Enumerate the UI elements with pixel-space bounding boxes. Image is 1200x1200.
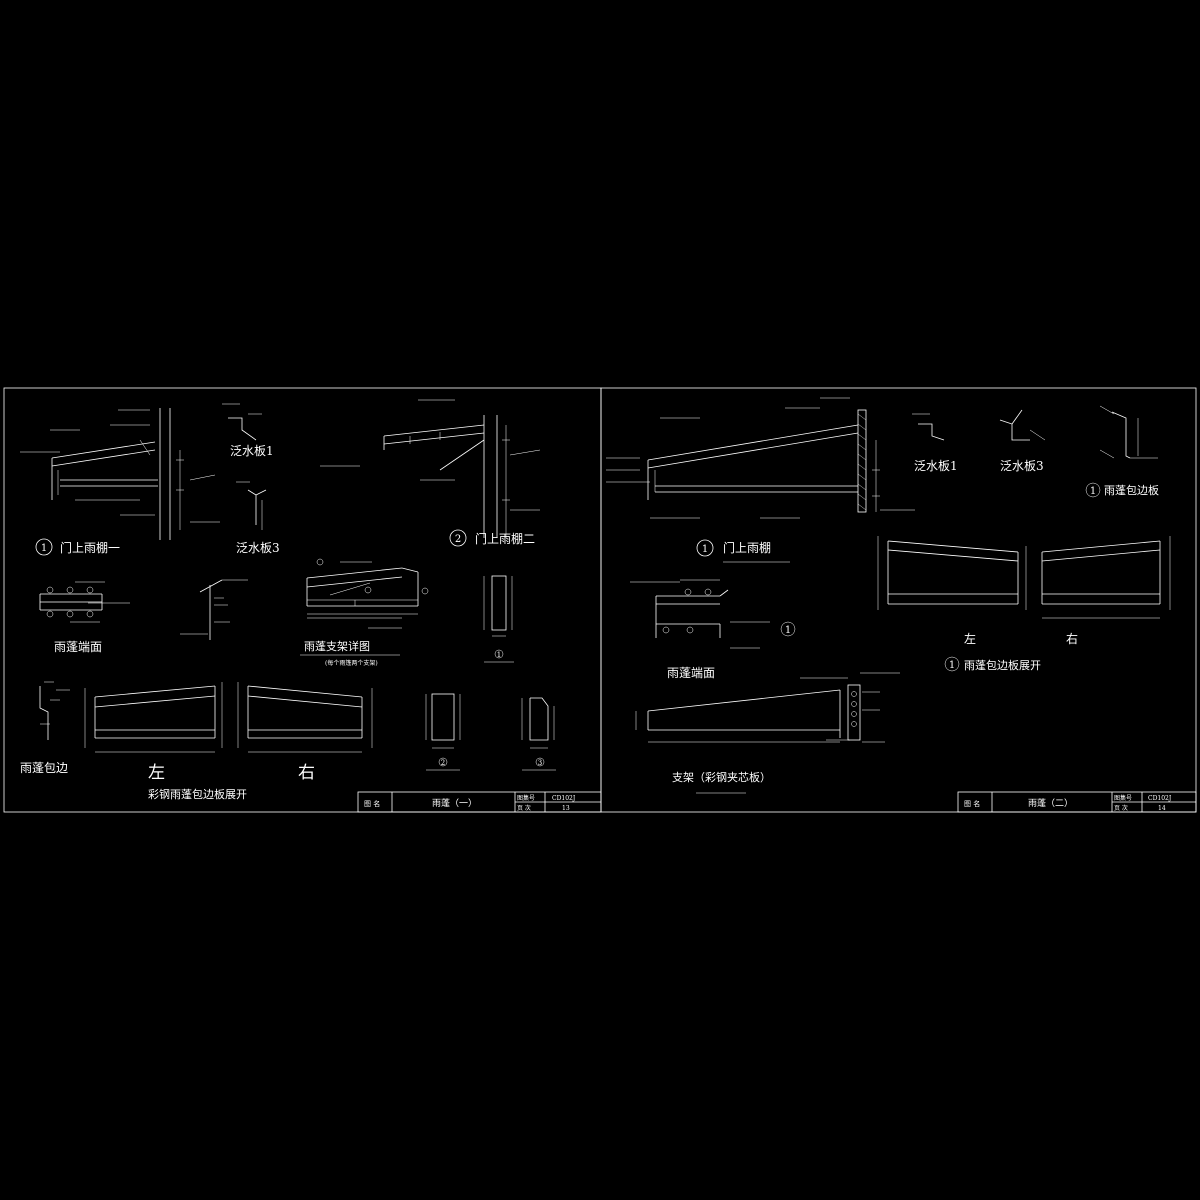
detail-canopy-1: 1 门上雨棚一 [20, 408, 220, 556]
edge-board-detail: 1 雨蓬包边板 [1085, 405, 1159, 498]
expand-left: 左 [84, 682, 223, 783]
flashing-3b: 泛水板3 [999, 409, 1046, 473]
flashing-3b-label: 泛水板3 [1000, 459, 1044, 473]
title-block-2-page-label: 页 次 [1114, 804, 1128, 812]
title-block-1-page-label: 页 次 [517, 804, 531, 812]
support-detail: 雨蓬支架详图 (每个雨篷两个支架) [300, 558, 429, 667]
section-2-num: 2 [441, 759, 445, 767]
detail-main-num: 1 [702, 544, 708, 555]
edge-wrap-label: 雨蓬包边 [20, 761, 68, 775]
title-block-1-no-label: 图集号 [517, 794, 535, 802]
flashing-3-label: 泛水板3 [236, 541, 280, 555]
flashing-1-label: 泛水板1 [230, 444, 274, 458]
support-detail-note: (每个雨篷两个支架) [325, 659, 378, 667]
section-3: 3 [521, 697, 556, 771]
title-block-2-page: 14 [1158, 805, 1166, 812]
title-block-2-name: 雨蓬（二） [1028, 797, 1073, 809]
sheet-2: 1 门上雨棚 泛水板1 泛水板3 1 雨蓬包边板 [600, 387, 1197, 813]
expand-left-2: 左 [877, 536, 1027, 646]
sheet-1: 1 门上雨棚一 泛水板1 泛水板3 [3, 387, 602, 813]
section-2: 2 [425, 693, 461, 771]
section-1-num: 1 [497, 651, 501, 659]
end-section-2-callout: 1 [785, 625, 791, 636]
support-panel: 支架（彩钢夹芯板） [635, 672, 900, 794]
wall-hatch [857, 409, 867, 513]
title-block-1-page: 13 [562, 805, 570, 812]
section-3-num: 3 [538, 759, 542, 767]
end-section-1-label: 雨蓬端面 [54, 640, 102, 654]
flashing-1b-label: 泛水板1 [914, 459, 958, 473]
edge-board-num: 1 [1090, 486, 1096, 497]
detail-1-marker [35, 538, 53, 556]
expand-left-label: 左 [148, 763, 165, 783]
title-block-1: 图 名 雨蓬（一） 图集号 CD102J 页 次 13 [357, 791, 602, 813]
detail-2-marker [449, 529, 467, 547]
edge-board-title: 雨蓬包边板 [1104, 483, 1159, 497]
end-section-2: 1 雨蓬端面 [630, 579, 796, 680]
expand-right: 右 [237, 682, 373, 783]
expand-right-label: 右 [298, 763, 315, 783]
detail-2-num: 2 [455, 534, 461, 545]
expand-title-1: 彩钢雨蓬包边板展开 [148, 787, 247, 801]
title-block-1-no: CD102J [552, 795, 576, 802]
expand-right-2: 右 [1041, 536, 1171, 646]
detail-2-title: 门上雨棚二 [475, 531, 535, 546]
title-block-1-name-label: 图 名 [364, 799, 380, 808]
section-1: 1 [483, 575, 514, 663]
sheet-2-border [600, 387, 1197, 813]
title-block-1-name: 雨蓬（一） [432, 797, 477, 809]
detail-main-title: 门上雨棚 [723, 540, 771, 555]
support-detail-title: 雨蓬支架详图 [304, 639, 370, 653]
detail-canopy-2: 2 门上雨棚二 [320, 399, 541, 547]
title-block-2-name-label: 图 名 [964, 799, 980, 808]
expand-right-2-label: 右 [1066, 631, 1078, 646]
title-block-2-no: CD102J [1148, 795, 1172, 802]
detail-canopy-main: 1 门上雨棚 [606, 397, 915, 563]
flashing-3: 泛水板3 [236, 481, 280, 555]
end-section-2-label: 雨蓬端面 [667, 666, 715, 680]
detail-1-num: 1 [41, 543, 47, 554]
expand-2-num: 1 [949, 660, 955, 671]
end-section-1: 雨蓬端面 [39, 581, 130, 654]
flashing-1: 泛水板1 [222, 403, 274, 458]
expand-title-2: 雨蓬包边板展开 [964, 658, 1041, 672]
title-block-2: 图 名 雨蓬（二） 图集号 CD102J 页 次 14 [957, 791, 1197, 813]
detail-main-marker [696, 539, 714, 557]
expand-left-2-label: 左 [964, 631, 976, 646]
bracket-detail [180, 579, 248, 640]
title-block-2-no-label: 图集号 [1114, 794, 1132, 802]
detail-1-title: 门上雨棚一 [60, 540, 120, 555]
edge-wrap: 雨蓬包边 [20, 681, 70, 775]
flashing-1b: 泛水板1 [912, 413, 958, 473]
support-panel-title: 支架（彩钢夹芯板） [672, 770, 771, 784]
